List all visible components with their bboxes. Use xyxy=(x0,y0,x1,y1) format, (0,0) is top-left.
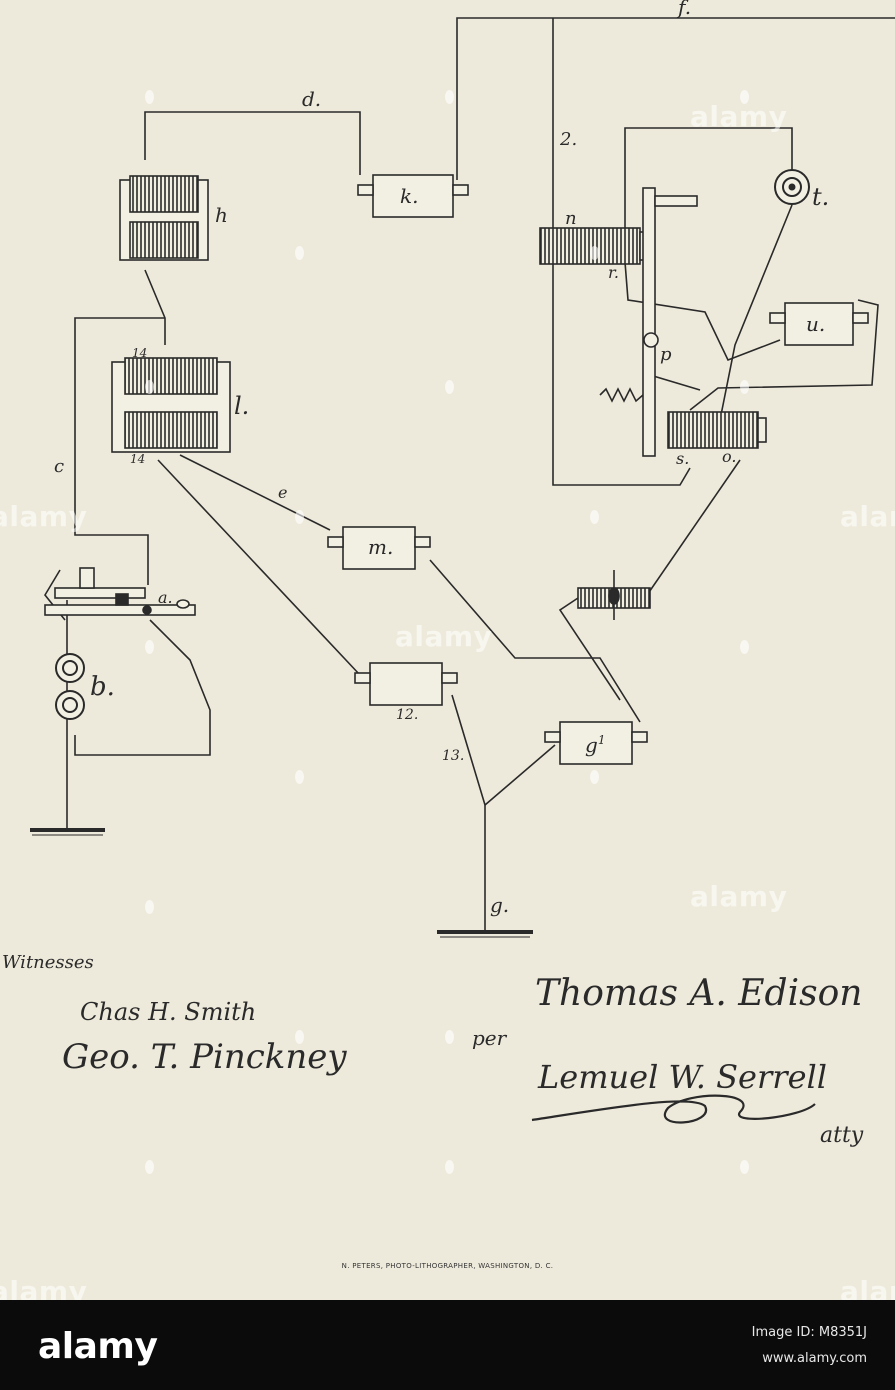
wire-p-cross xyxy=(650,375,700,390)
ground-left xyxy=(30,830,105,835)
footer-meta: Image ID: M8351J www.alamy.com xyxy=(752,1320,867,1372)
label-a: a. xyxy=(158,588,173,607)
wire-o-gal xyxy=(645,460,740,598)
watermark-dot xyxy=(740,90,749,104)
wires xyxy=(45,18,895,932)
watermark-dot xyxy=(445,1030,454,1044)
watermark: alamy xyxy=(840,500,895,533)
watermark-dot xyxy=(590,510,599,524)
label-s: s. xyxy=(676,449,689,468)
label-g: g. xyxy=(490,893,509,917)
label-e: e xyxy=(278,483,287,502)
watermark-dot xyxy=(590,770,599,784)
watermark-dot xyxy=(740,640,749,654)
watermark-dot xyxy=(445,380,454,394)
label-p: p xyxy=(660,344,672,365)
wire-g1-13 xyxy=(485,745,555,805)
patent-drawing-sheet: d. f. k. h 2. n t. r. u. p s. o. 14 l. 1… xyxy=(0,0,895,1300)
watermark-dot xyxy=(145,1160,154,1174)
watermark-dot xyxy=(590,246,599,260)
watermark-dot xyxy=(145,90,154,104)
relay-h xyxy=(120,176,208,260)
per-label: per xyxy=(472,1026,508,1050)
battery-b xyxy=(56,654,84,719)
atty-label: atty xyxy=(820,1123,864,1148)
relay-so xyxy=(668,412,766,448)
label-f: f. xyxy=(676,0,691,19)
watermark: alamy xyxy=(690,880,787,913)
watermark-dot xyxy=(295,770,304,784)
wire-gal-g1 xyxy=(560,598,620,700)
watermark-dot xyxy=(145,640,154,654)
site-url: www.alamy.com xyxy=(752,1346,867,1372)
watermark-dot xyxy=(445,90,454,104)
wire-f xyxy=(457,18,895,180)
wire-14-12 xyxy=(158,460,360,675)
label-c: c xyxy=(54,456,64,477)
watermark-dot xyxy=(145,380,154,394)
signature-flourish xyxy=(532,1096,815,1123)
watermark-dot xyxy=(145,900,154,914)
ground-g xyxy=(437,932,533,937)
label-m: m. xyxy=(368,535,393,559)
wire-d xyxy=(145,112,360,175)
inventor-signature: Thomas A. Edison xyxy=(535,973,862,1014)
wire-h-down xyxy=(145,270,165,345)
label-l: l. xyxy=(234,392,249,420)
label-12: 12. xyxy=(396,707,418,723)
watermark-dot xyxy=(295,1030,304,1044)
watermark-dot xyxy=(445,1160,454,1174)
label-n: n xyxy=(565,208,577,229)
label-t: t. xyxy=(812,183,829,211)
label-b: b. xyxy=(90,672,115,702)
witness-signature-2: Geo. T. Pinckney xyxy=(62,1037,347,1077)
watermark-dot xyxy=(295,510,304,524)
label-h: h xyxy=(215,203,228,227)
watermark-dot xyxy=(295,246,304,260)
relay-l xyxy=(112,358,230,452)
printer-credit: N. PETERS, PHOTO-LITHOGRAPHER, WASHINGTO… xyxy=(0,1262,895,1270)
stock-footer-bar: alamy Image ID: M8351J www.alamy.com xyxy=(0,1300,895,1390)
label-o: o. xyxy=(722,447,736,466)
image-id: Image ID: M8351J xyxy=(752,1320,867,1346)
sounder-t xyxy=(775,170,809,204)
witness-signature-1: Chas H. Smith xyxy=(80,998,256,1026)
label-u: u. xyxy=(806,312,825,336)
wire-14-m xyxy=(180,455,330,530)
watermark: alamy xyxy=(395,620,492,653)
attorney-signature: Lemuel W. Serrell xyxy=(537,1058,827,1096)
label-13: 13. xyxy=(442,748,464,764)
label-14-bottom: 14 xyxy=(130,452,145,466)
watermark-dot xyxy=(740,380,749,394)
watermark: alamy xyxy=(690,100,787,133)
witnesses-label: Witnesses xyxy=(2,952,94,973)
label-k: k. xyxy=(400,184,418,208)
galvanometer xyxy=(578,570,650,620)
watermark: alamy xyxy=(840,1275,895,1300)
label-14-top: 14 xyxy=(132,346,147,360)
box-12 xyxy=(355,663,457,705)
label-2: 2. xyxy=(559,129,577,150)
label-d: d. xyxy=(302,87,321,111)
label-r: r. xyxy=(608,263,619,282)
footer-logo: alamy xyxy=(38,1326,157,1367)
watermark: alamy xyxy=(0,1275,87,1300)
watermark-dot xyxy=(740,1160,749,1174)
watermark: alamy xyxy=(0,500,87,533)
